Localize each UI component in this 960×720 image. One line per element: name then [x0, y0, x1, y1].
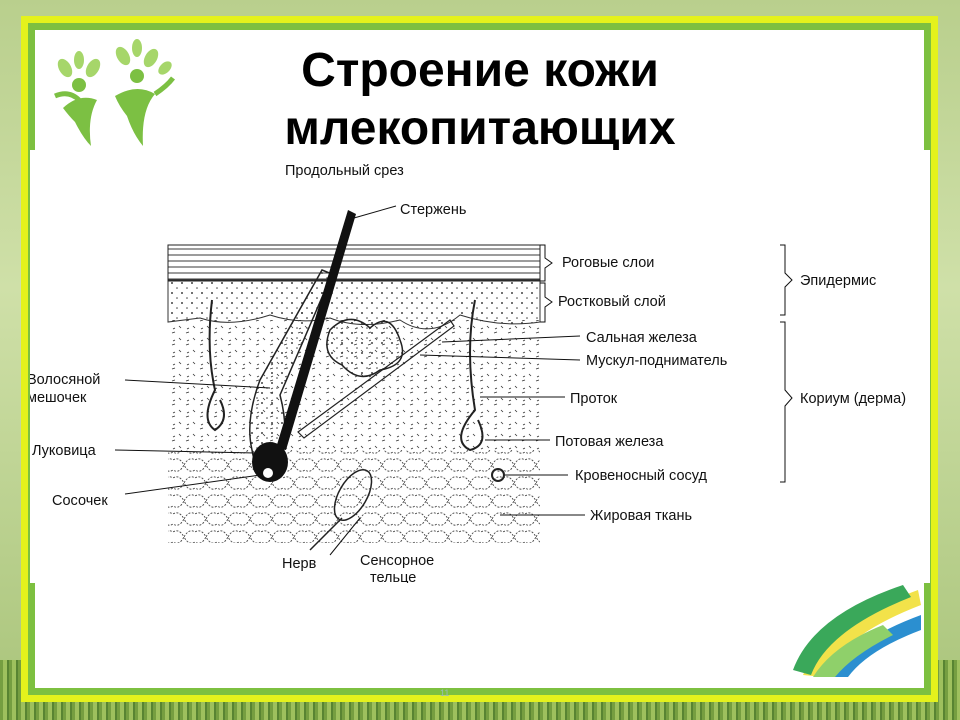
label-sensory-corpuscle-line2: тельце	[370, 570, 416, 583]
arrector-muscle-shape	[297, 319, 455, 439]
sweat-gland-right-shape	[460, 299, 484, 452]
label-horny-layers: Роговые слои	[562, 255, 654, 271]
label-hair-follicle-line1: Волосяной	[30, 372, 100, 388]
blood-vessel-shape	[491, 468, 505, 482]
label-arrector-muscle: Мускул-подниматель	[586, 353, 727, 369]
skin-diagram-panel: Продольный срез Стержень Роговые слои Ро…	[27, 150, 930, 586]
label-hair-follicle-line2: мешочек	[30, 390, 87, 406]
label-duct: Проток	[570, 391, 618, 407]
nerve-shape	[309, 517, 343, 551]
label-fat-tissue: Жировая ткань	[590, 508, 692, 524]
label-nerve: Нерв	[282, 556, 317, 572]
tree-people-logo-icon	[54, 39, 175, 146]
label-dermis: Кориум (дерма)	[800, 391, 906, 407]
hair-bulb-shape	[252, 442, 288, 482]
corner-ribbon-decoration-icon	[793, 585, 921, 677]
label-shaft: Стержень	[400, 202, 466, 218]
skin-diagram: Продольный срез Стержень Роговые слои Ро…	[27, 163, 906, 586]
sebaceous-gland-shape	[326, 318, 404, 378]
label-hair-bulb: Луковица	[32, 443, 97, 459]
label-papilla: Сосочек	[52, 493, 108, 509]
label-epidermis: Эпидермис	[800, 273, 876, 289]
sweat-gland-left-shape	[206, 299, 225, 432]
sensory-corpuscle-shape	[333, 469, 373, 521]
fat-tissue-region	[168, 450, 540, 543]
label-germinal-layer: Ростковый слой	[558, 294, 666, 310]
label-blood-vessel: Кровеносный сосуд	[575, 468, 708, 484]
slide-footer-number: 11	[440, 688, 450, 698]
hair-shaft-shape	[276, 210, 356, 450]
slide-title: Строение кожи млекопитающих	[284, 44, 676, 155]
horny-layer-region	[167, 244, 541, 282]
label-sweat-gland: Потовая железа	[555, 434, 664, 450]
papilla-shape	[263, 468, 273, 478]
label-sebaceous-gland: Сальная железа	[586, 330, 698, 346]
label-sensory-corpuscle-line1: Сенсорное	[360, 553, 434, 569]
caption-longitudinal-section: Продольный срез	[285, 163, 404, 179]
germinal-layer-region	[167, 279, 541, 330]
